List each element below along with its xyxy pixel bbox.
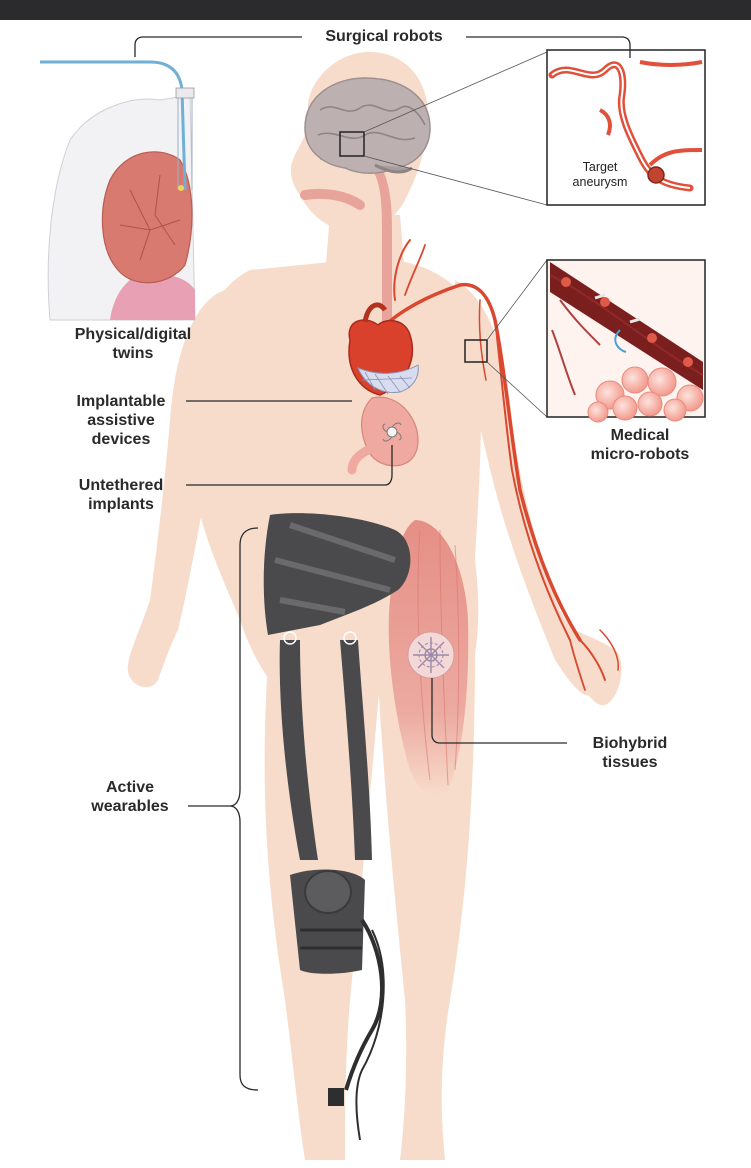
biohybrid-patch: [408, 632, 454, 678]
label-untethered-implants: Untethered implants: [54, 476, 188, 514]
human-body: [128, 52, 622, 1160]
label-medical-microrobots: Medical micro-robots: [560, 426, 720, 464]
label-physical-digital-twins: Physical/digital twins: [44, 325, 222, 363]
brain: [305, 78, 430, 173]
label-target-aneurysm: Target aneurysm: [560, 160, 640, 190]
label-biohybrid-tissues: Biohybrid tissues: [570, 734, 690, 772]
label-active-wearables: Active wearables: [68, 778, 192, 816]
lung-twin-inset: [40, 62, 195, 320]
label-surgical-robots: Surgical robots: [306, 27, 462, 46]
label-implantable-devices: Implantable assistive devices: [54, 392, 188, 449]
